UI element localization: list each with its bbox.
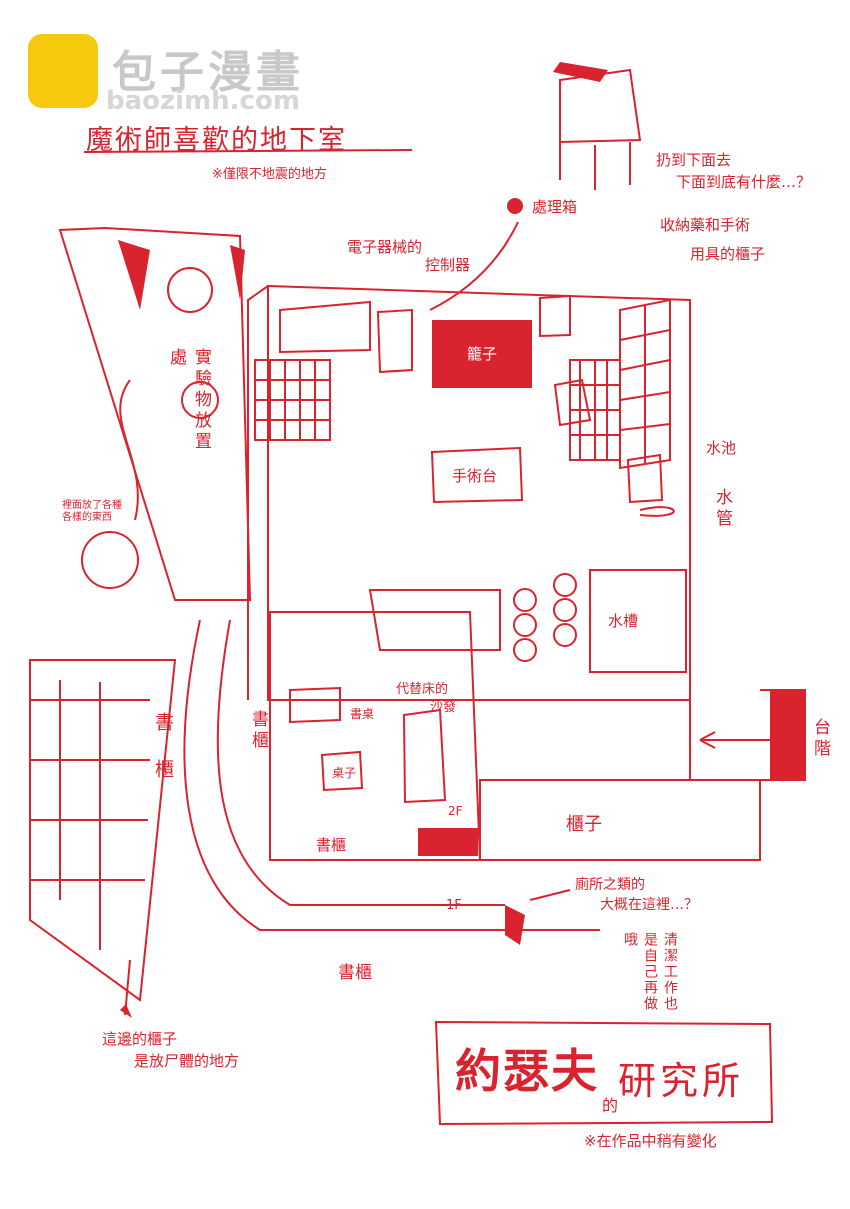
label-water-tank: 水槽 — [608, 612, 639, 630]
label-operating-table: 手術台 — [452, 467, 498, 485]
label-cleaning: 清潔工作也是自己再做哦 — [622, 932, 678, 1012]
label-cage: 籠子 — [466, 345, 497, 363]
label-storage: 收納藥和手術 — [660, 216, 751, 234]
label-sofa: 沙發 — [430, 700, 457, 715]
label-corpse-line2: 是放尸體的地方 — [134, 1052, 240, 1070]
label-pipe: 水管 — [712, 488, 732, 530]
label-2f: 2F — [448, 804, 463, 818]
label-bookshelf-corridor: 書櫃 — [338, 963, 372, 983]
label-throw-down: 扔到下面去 — [656, 151, 732, 169]
label-sofa-top: 代替床的 — [396, 682, 449, 697]
label-inside-stuff: 裡面放了各種各樣的東西 — [62, 500, 122, 523]
label-sink: 水池 — [706, 439, 737, 457]
label-toilet-line1: 廁所之類的 — [575, 877, 645, 893]
watermark-title: 包子漫畫 — [112, 47, 304, 98]
label-bookshelf-left: 書櫃 — [152, 712, 174, 806]
label-controller: 控制器 — [425, 256, 471, 274]
label-whats-below: 下面到底有什麼…？ — [676, 173, 812, 191]
label-changed-note: ※在作品中稍有變化 — [584, 1132, 717, 1150]
label-cabinet: 櫃子 — [566, 814, 602, 835]
label-electronics: 電子器械的 — [347, 238, 423, 256]
label-disposal-box: 處理箱 — [532, 198, 578, 216]
label-desk: 書桌 — [350, 707, 375, 721]
lab-title-de: 的 — [602, 1096, 619, 1115]
lab-title: 約瑟夫 — [455, 1044, 599, 1098]
watermark-logo — [28, 34, 98, 108]
label-table: 桌子 — [332, 766, 357, 780]
label-toilet-line2: 大概在這裡…？ — [600, 897, 698, 913]
label-bookshelf-bottom: 書櫃 — [316, 836, 347, 854]
page-note: ※僅限不地震的地方 — [212, 167, 327, 182]
watermark-url: baozimh.com — [106, 86, 300, 116]
label-tools-cabinet: 用具的櫃子 — [690, 245, 766, 263]
label-bookshelf-inner: 書櫃 — [248, 710, 268, 752]
lab-subtitle: 研究所 — [618, 1059, 745, 1103]
label-experiment-storage: 實驗物放置處 — [166, 348, 211, 453]
label-corpse-line1: 這邊的櫃子 — [102, 1030, 178, 1048]
page-title: 魔術師喜歡的地下室 — [86, 125, 347, 156]
label-1f: 1F — [446, 898, 462, 913]
label-stairs: 台階 — [810, 718, 830, 760]
